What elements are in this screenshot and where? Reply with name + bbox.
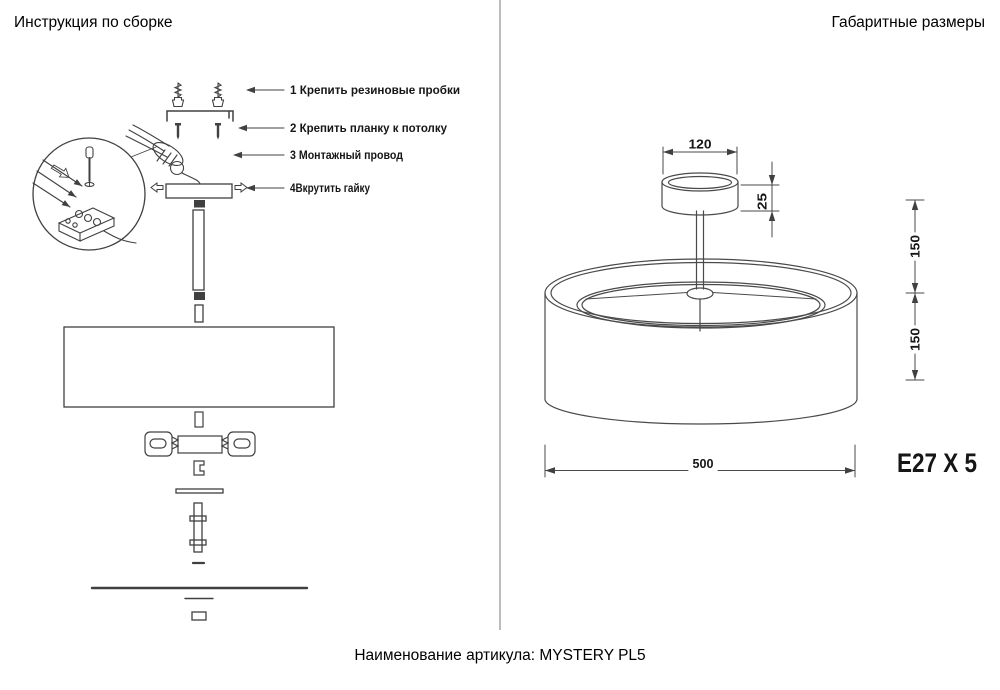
step-1-label: 1 Крепить резиновые пробки (290, 85, 460, 97)
suspension-rod (192, 209, 205, 323)
dim-25-value: 25 (755, 193, 770, 210)
assembly-diagram (32, 82, 335, 621)
dim-500-value: 500 (693, 456, 714, 471)
article-name-footer: Наименование артикула: MYSTERY PL5 (354, 647, 646, 664)
terminal-block (57, 207, 137, 244)
dim-150-upper-value: 150 (908, 235, 923, 258)
socket-assembly (144, 411, 256, 476)
ceiling-canopy (150, 182, 248, 208)
wiring-detail-circle (32, 137, 157, 251)
mounting-bar (166, 110, 234, 140)
dim-150-lower-value: 150 (908, 328, 923, 351)
dim-heights (905, 199, 925, 381)
rubber-plugs (171, 82, 225, 108)
dim-canopy-height (740, 161, 780, 238)
step-leaders (233, 86, 285, 192)
shade-outline (63, 326, 335, 408)
mounting-wire (125, 124, 201, 185)
step-3-label: 3 Монтажный провод (290, 150, 404, 162)
right-pane-title: Габаритные размеры (831, 14, 985, 31)
lower-hardware (90, 488, 309, 621)
dim-diameter (544, 444, 856, 478)
step-2-label: 2 Крепить планку к потолку (290, 123, 448, 135)
dimension-drawing (544, 146, 925, 478)
rod-and-hub (585, 210, 817, 332)
left-pane-title: Инструкция по сборке (14, 14, 173, 31)
step-4-label: 4Вкрутить гайку (290, 183, 371, 195)
screwdriver-icon (84, 146, 95, 188)
canopy-outline (661, 172, 739, 216)
dim-canopy-width (662, 146, 738, 175)
dim-120-value: 120 (689, 137, 712, 152)
socket-spec-label: E27 X 5 (897, 448, 977, 478)
drum-shade-outline (544, 258, 858, 425)
